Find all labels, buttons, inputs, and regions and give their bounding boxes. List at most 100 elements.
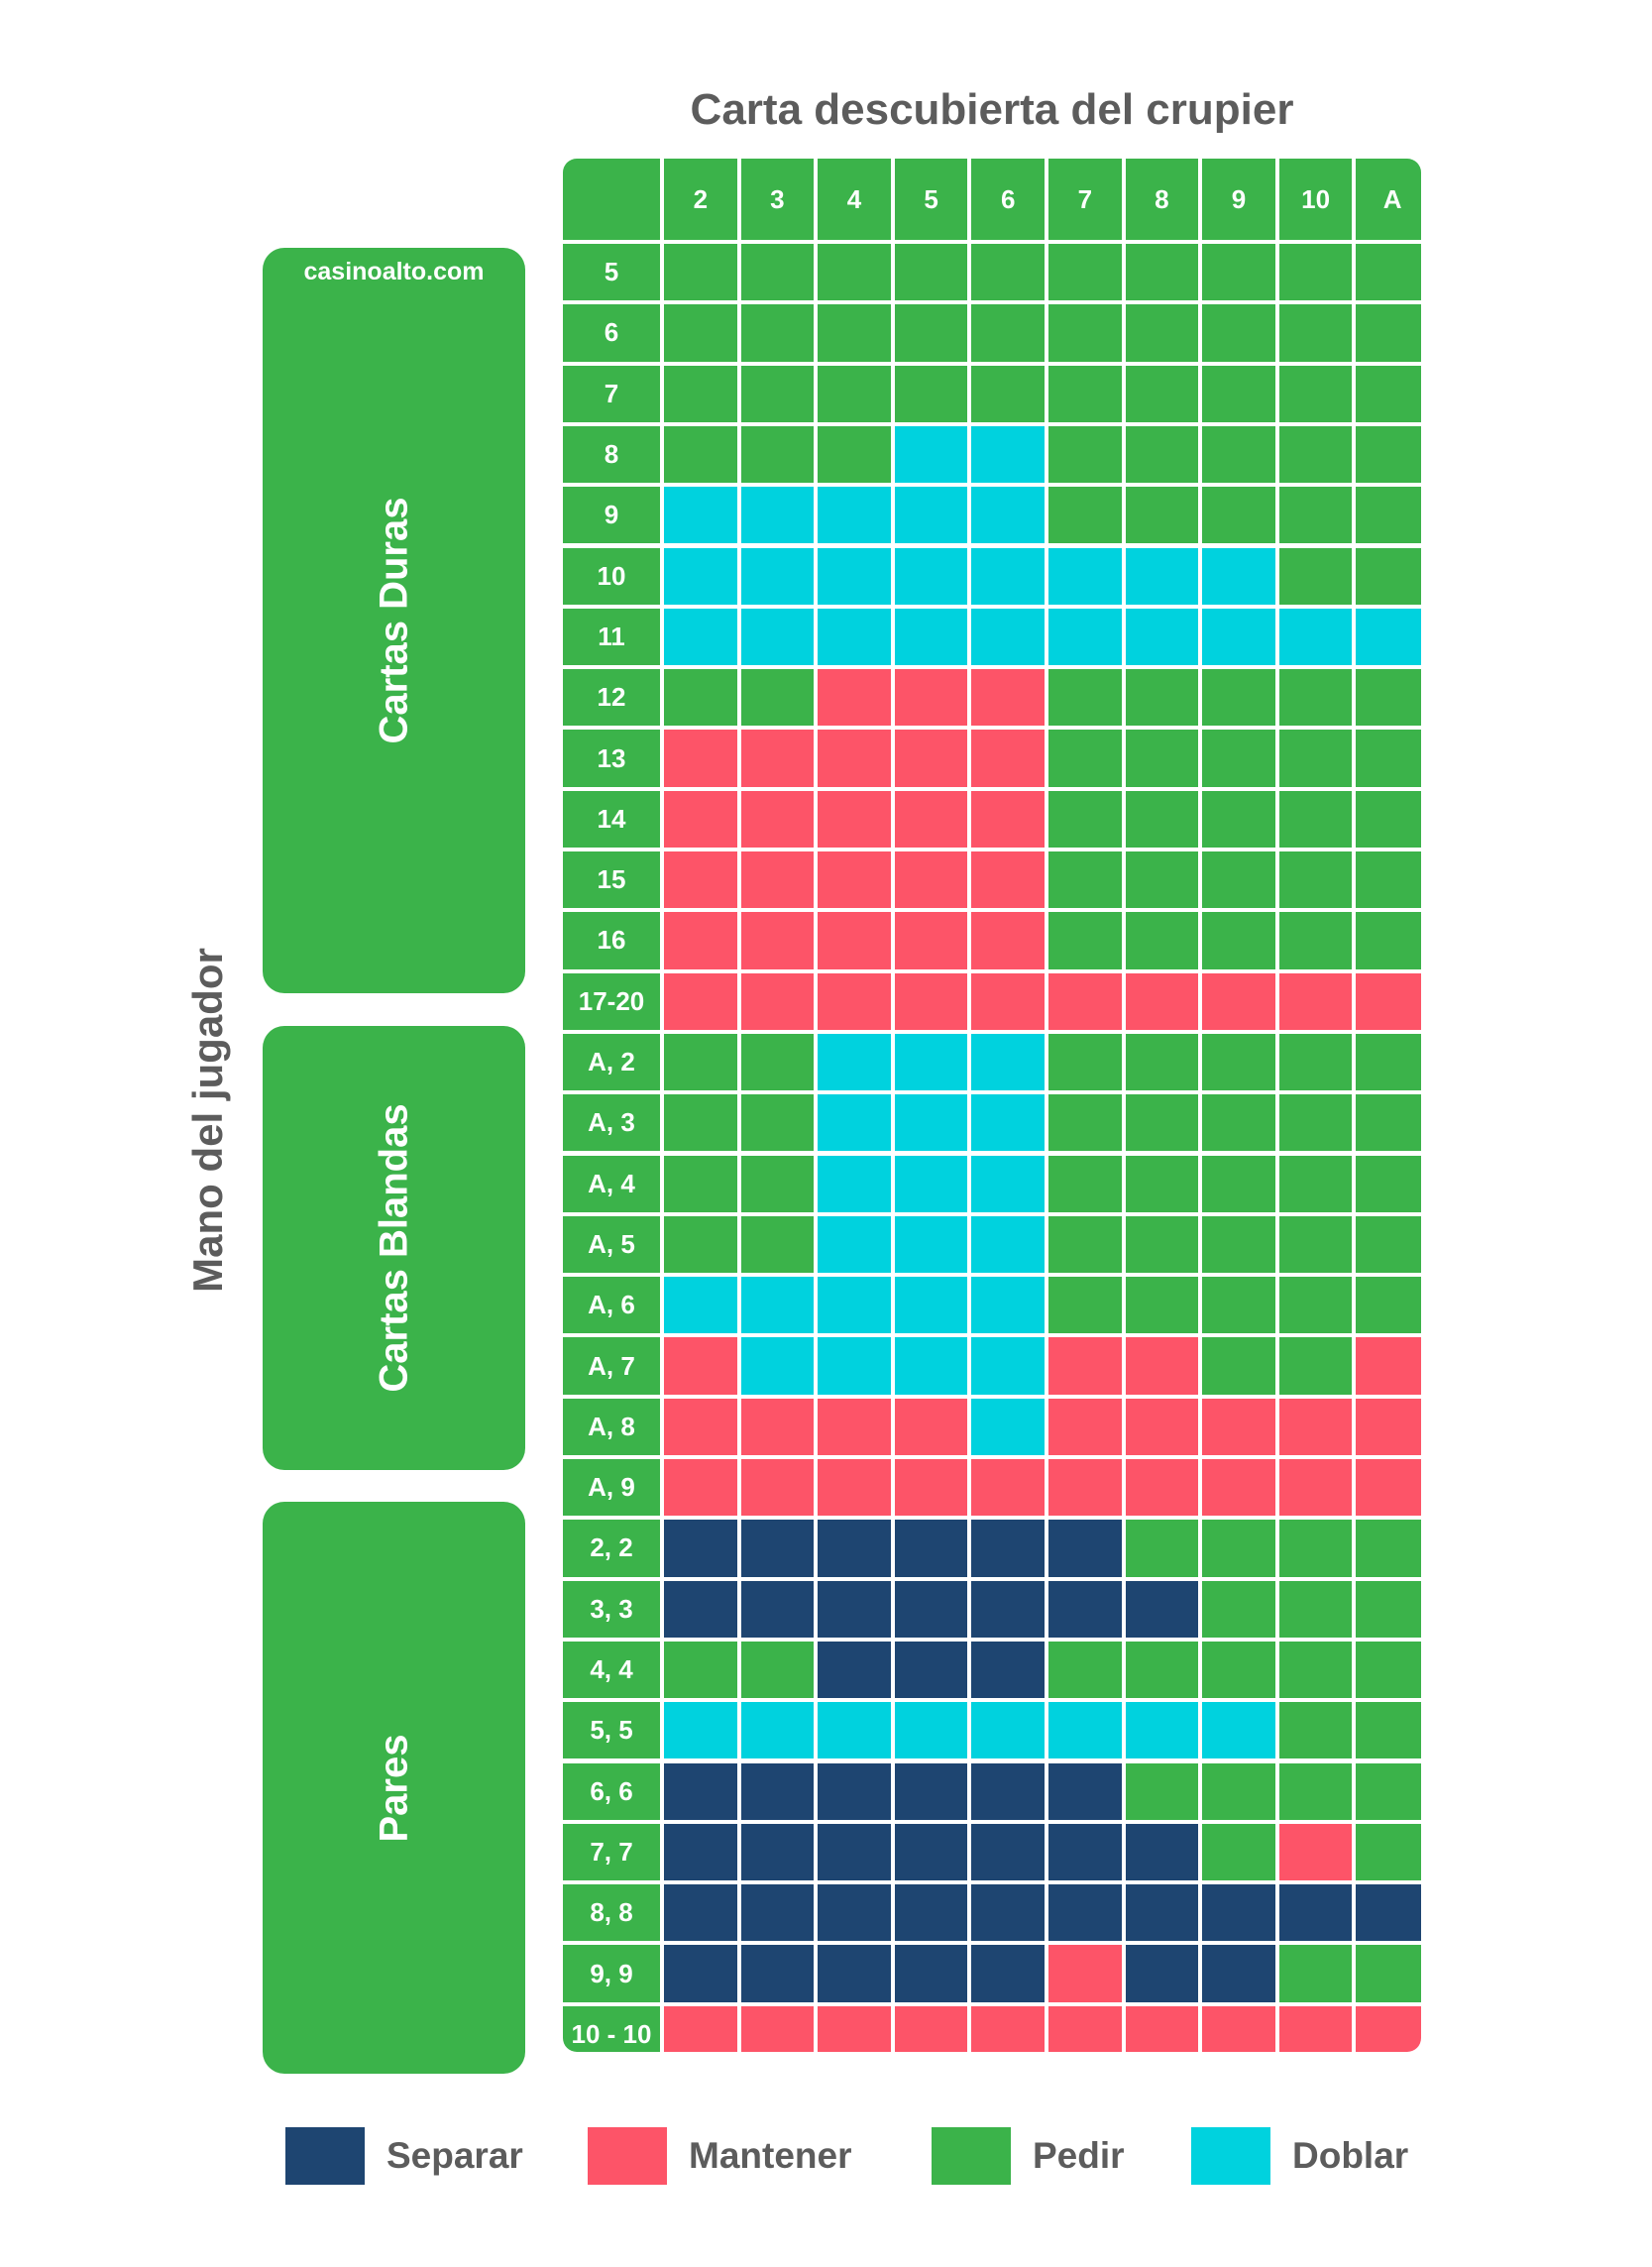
action-cell — [894, 1215, 968, 1274]
action-cell — [664, 730, 737, 787]
legend-swatch — [285, 2127, 365, 2185]
action-cell — [1202, 304, 1275, 362]
action-cell — [818, 1580, 891, 1638]
action-cell — [1125, 1823, 1199, 1881]
action-cell — [894, 1884, 968, 1942]
action-cell — [1048, 304, 1122, 362]
action-cell — [1278, 304, 1353, 362]
dealer-card-header: 3 — [740, 159, 815, 240]
player-hand-label: A, 3 — [563, 1094, 660, 1152]
action-cell — [971, 1094, 1045, 1152]
action-cell — [1202, 244, 1275, 301]
action-cell — [1278, 1094, 1353, 1152]
action-cell — [664, 608, 737, 666]
action-cell — [1125, 1155, 1199, 1212]
action-cell — [1125, 790, 1199, 848]
action-cell — [1125, 425, 1199, 484]
action-cell — [818, 669, 891, 727]
action-cell — [1048, 1762, 1122, 1820]
action-cell — [1356, 1155, 1421, 1212]
action-cell — [894, 912, 968, 969]
player-hand-label: 7, 7 — [563, 1823, 660, 1881]
group-pairs-label: Pares — [372, 1734, 415, 1842]
action-cell — [971, 1520, 1045, 1577]
action-cell — [1278, 912, 1353, 969]
legend-swatch — [932, 2127, 1011, 2185]
legend-item: Separar — [285, 2126, 523, 2186]
player-hand-label: 7 — [563, 365, 660, 422]
action-cell — [818, 1337, 891, 1395]
action-cell — [664, 1215, 737, 1274]
action-cell — [818, 1277, 891, 1334]
player-hand-label: 15 — [563, 851, 660, 909]
action-cell — [1202, 1823, 1275, 1881]
action-cell — [1356, 1945, 1421, 2002]
player-hand-label: 4, 4 — [563, 1641, 660, 1699]
action-cell — [664, 669, 737, 727]
action-cell — [1202, 1520, 1275, 1577]
action-cell — [1202, 608, 1275, 666]
action-cell — [1356, 2005, 1421, 2052]
action-cell — [894, 1155, 968, 1212]
action-cell — [818, 730, 891, 787]
action-cell — [971, 730, 1045, 787]
action-cell — [1202, 851, 1275, 909]
player-hand-label: 14 — [563, 790, 660, 848]
action-cell — [894, 547, 968, 605]
dealer-card-header: 5 — [894, 159, 968, 240]
action-cell — [1125, 851, 1199, 909]
action-cell — [1356, 1094, 1421, 1152]
player-hand-label: 8, 8 — [563, 1884, 660, 1942]
legend-swatch — [588, 2127, 667, 2185]
action-cell — [894, 1945, 968, 2002]
action-cell — [740, 790, 815, 848]
action-cell — [664, 1459, 737, 1517]
action-cell — [740, 1762, 815, 1820]
dealer-card-header: A — [1356, 159, 1421, 240]
action-cell — [818, 1155, 891, 1212]
action-cell — [894, 1520, 968, 1577]
action-cell — [664, 972, 737, 1030]
action-cell — [1202, 1641, 1275, 1699]
dealer-card-header: 2 — [664, 159, 737, 240]
action-cell — [1048, 1277, 1122, 1334]
action-cell — [1278, 244, 1353, 301]
player-hand-label: 16 — [563, 912, 660, 969]
action-cell — [664, 790, 737, 848]
action-cell — [818, 304, 891, 362]
action-cell — [1278, 1277, 1353, 1334]
action-cell — [740, 1215, 815, 1274]
player-hand-label: 6, 6 — [563, 1762, 660, 1820]
action-cell — [664, 1823, 737, 1881]
action-cell — [740, 1398, 815, 1455]
action-cell — [1125, 608, 1199, 666]
action-cell — [894, 1762, 968, 1820]
legend-label: Mantener — [689, 2135, 852, 2176]
action-cell — [1356, 1033, 1421, 1091]
action-cell — [818, 851, 891, 909]
action-cell — [971, 1702, 1045, 1759]
action-cell — [818, 1398, 891, 1455]
player-hand-label: 9 — [563, 487, 660, 544]
player-hand-label: A, 2 — [563, 1033, 660, 1091]
action-cell — [971, 1277, 1045, 1334]
action-cell — [664, 425, 737, 484]
action-cell — [818, 1945, 891, 2002]
action-cell — [740, 1945, 815, 2002]
action-cell — [1278, 1762, 1353, 1820]
action-cell — [1125, 1641, 1199, 1699]
action-cell — [740, 1155, 815, 1212]
action-cell — [1048, 972, 1122, 1030]
action-cell — [1125, 1762, 1199, 1820]
action-cell — [1202, 1155, 1275, 1212]
action-cell — [971, 851, 1045, 909]
dealer-card-header: 7 — [1048, 159, 1122, 240]
action-cell — [971, 1884, 1045, 1942]
group-soft-cards: Cartas Blandas — [263, 1026, 525, 1470]
action-cell — [818, 1520, 891, 1577]
action-cell — [1278, 1945, 1353, 2002]
dealer-card-header: 9 — [1202, 159, 1275, 240]
action-cell — [740, 1277, 815, 1334]
group-pairs: Pares — [263, 1502, 525, 2074]
action-cell — [1125, 1520, 1199, 1577]
